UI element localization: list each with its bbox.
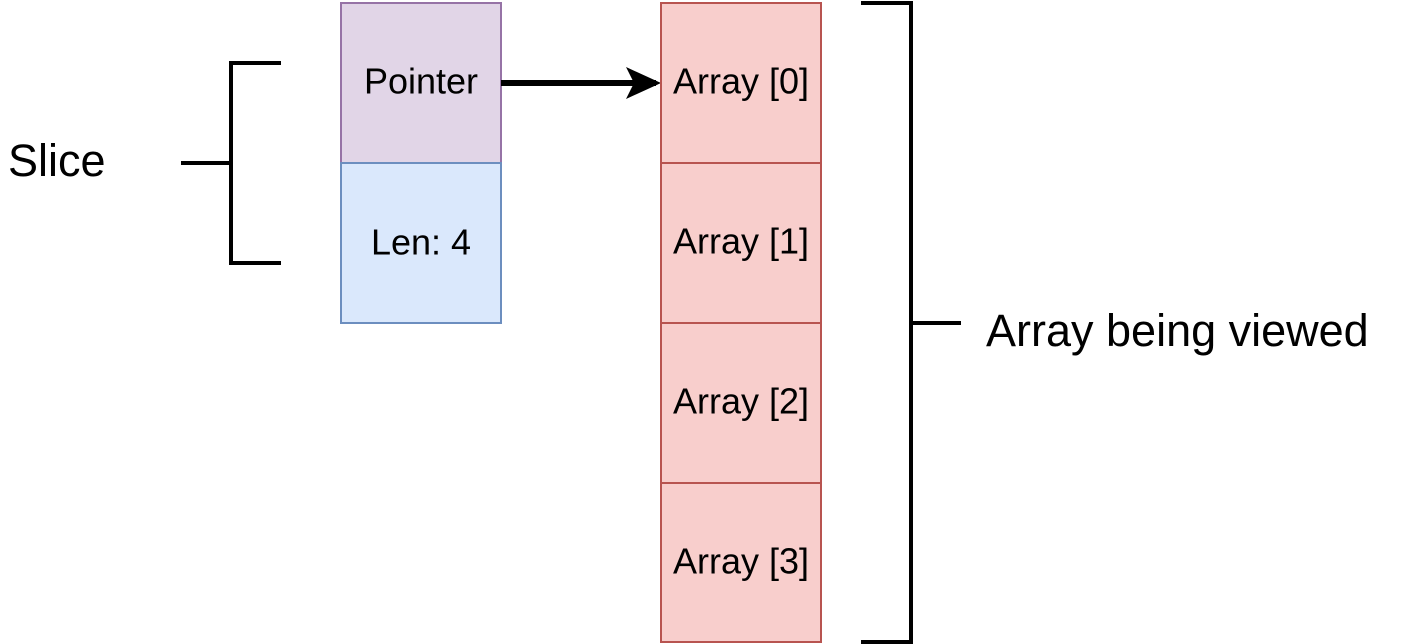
array-cell-1 [660, 162, 822, 324]
array-cell-3 [660, 482, 822, 643]
array-cell-0 [660, 2, 822, 164]
slice-label: Slice [8, 135, 106, 186]
pointer-field [340, 2, 502, 164]
array-cells: Array [0] Array [1] Array [2] Array [3] [660, 2, 822, 643]
array-cell-3-label: Array [3] [673, 541, 809, 582]
array-bracket [861, 1, 961, 644]
pointer-field-label: Pointer [364, 61, 478, 102]
pointer-arrow-head [626, 67, 661, 99]
len-field-label: Len: 4 [371, 222, 471, 263]
array-label: Array being viewed [986, 305, 1369, 356]
array-cell-1-label: Array [1] [673, 221, 809, 262]
array-cell-2-label: Array [2] [673, 381, 809, 422]
array-cell-0-label: Array [0] [673, 61, 809, 102]
slice-bracket [181, 61, 281, 265]
array-cell-2 [660, 322, 822, 484]
slice-struct: Pointer Len: 4 [340, 2, 502, 324]
len-field [340, 162, 502, 324]
